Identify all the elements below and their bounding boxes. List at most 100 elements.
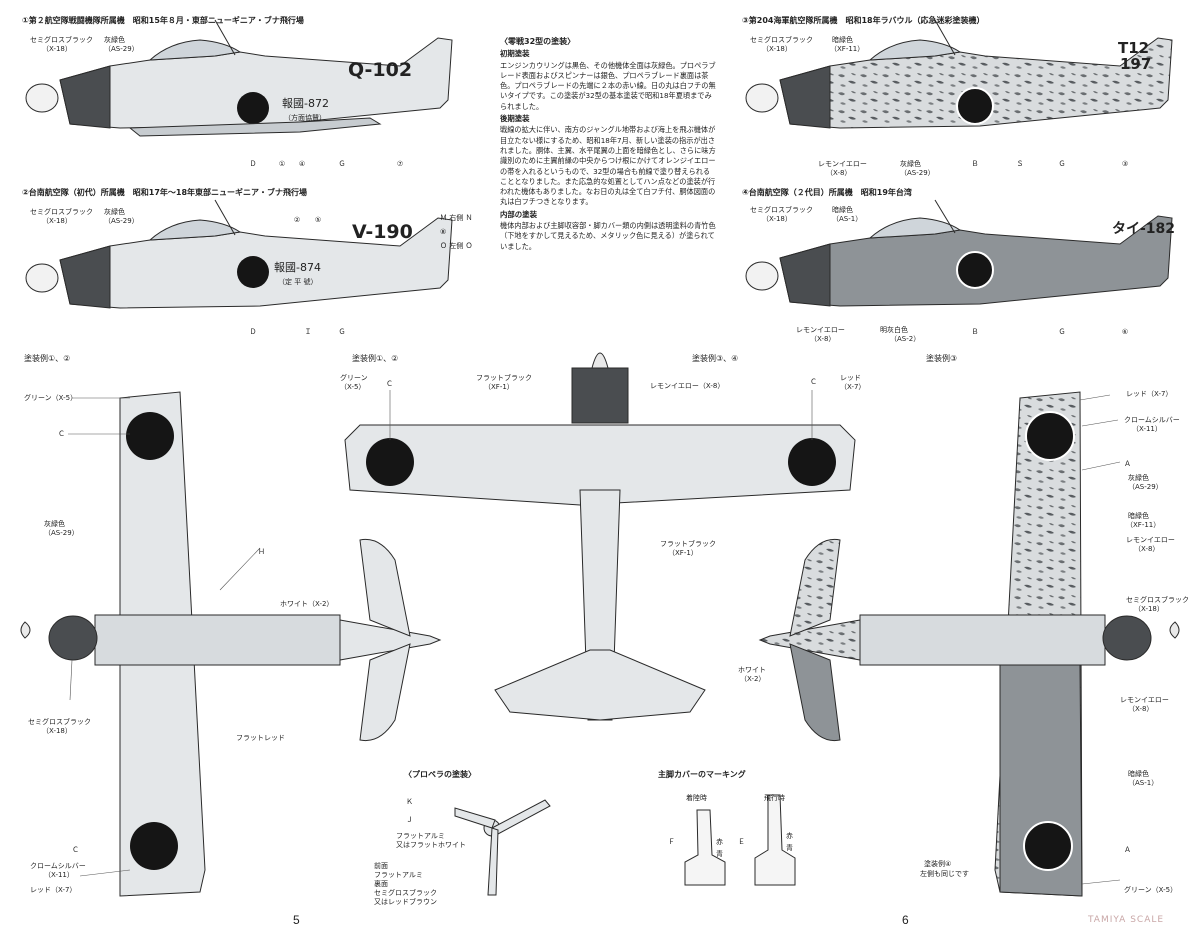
gear-mark-0: 赤 [716, 838, 723, 846]
plan-right-label-14: （AS-1） [1128, 779, 1159, 787]
plan-left-label-8: フラットレッド [236, 734, 285, 742]
profile3-header: ③第204海軍航空隊所属機 昭和18年ラバウル（応急迷彩塗装機） [742, 16, 985, 25]
profile4-header: ④台南航空隊（２代目）所属機 昭和19年台湾 [742, 188, 912, 197]
p3-label-1: （X-18） [762, 45, 792, 53]
late-text: 戦線の拡大に伴い、南方のジャングル地帯および海上を飛ぶ機体が目立たない様にするた… [500, 125, 716, 207]
profile-aircraft-1 [25, 19, 453, 137]
plan-right-label-7: レモンイエロー [1126, 536, 1175, 544]
plan-right-label-0: レッド（X-7） [1126, 390, 1173, 398]
plan-left-label-5: クロームシルバー [30, 862, 86, 870]
propeller-line-1: 又はフラットホワイト [396, 841, 466, 849]
p2-label-1: （X-18） [42, 217, 72, 225]
plan-center-label-0: グリーン [340, 374, 368, 382]
propeller-callout-1: Ｊ [406, 816, 413, 824]
plan-center-label-10: （X-2） [740, 675, 766, 683]
plan-left-label-3: セミグロスブラック [28, 718, 91, 726]
gear-mark-1: 青 [716, 850, 723, 858]
plan-center-callout-0: Ｃ [386, 380, 393, 388]
plan-center-label-5: レッド [840, 374, 861, 382]
profile-aircraft-2 [25, 199, 453, 309]
p1-callout-0: Ｄ [249, 160, 257, 168]
plan-left-callout-0: Ｃ [58, 430, 65, 438]
p1-sub: （方面協賛） [284, 114, 326, 122]
p3-callout-2: Ｇ [1058, 160, 1066, 168]
p3-callout-1: Ｓ [1016, 160, 1024, 168]
p2-side-1: ⑧ [440, 228, 447, 236]
p2-hokoku: 報國-874 [274, 261, 321, 274]
p1-callout-3: Ｇ [338, 160, 346, 168]
p4-label-2: 暗緑色 [832, 206, 853, 214]
gear-cover-diagrams [684, 794, 796, 886]
p2-top-callout-0: ② [293, 216, 301, 224]
plan-right-callout-0: Ａ [1124, 460, 1131, 468]
p2-callout-1: Ｉ [304, 328, 312, 336]
p1-callout-4: ⑦ [396, 160, 404, 168]
plan-right-label-13: 暗緑色 [1128, 770, 1149, 778]
p3-label-4: レモンイエロー [818, 160, 867, 168]
propeller-line-0: フラットアルミ [396, 832, 445, 840]
plan-view-left [20, 391, 442, 897]
interior-title: 内部の塗装 [500, 209, 537, 219]
p3-label-2: 暗緑色 [832, 36, 853, 44]
p3-callout-3: ③ [1121, 160, 1129, 168]
plan-center-label-3: （XF-1） [484, 383, 514, 391]
p1-label-1: （X-18） [42, 45, 72, 53]
plan-right-note-1: 塗装例④ [924, 860, 952, 868]
plan-left-label-1: 灰緑色 [44, 520, 65, 528]
plan-right-label-3: 灰緑色 [1128, 474, 1149, 482]
plan-left-callout-2: Ｃ [72, 846, 79, 854]
plan-view-center [344, 352, 856, 721]
profile1-header: ①第２航空隊戦闘機隊所属機 昭和15年８月・東部ニューギニア・ブナ飛行場 [22, 16, 304, 25]
p4-label-3: （AS-1） [832, 215, 863, 223]
plan-center-label-1: （X-5） [340, 383, 366, 391]
p3-label-5: （X-8） [826, 169, 852, 177]
gear-callout-0: Ｆ [668, 838, 675, 846]
p4-callout-1: Ｇ [1058, 328, 1066, 336]
p2-label-0: セミグロスブラック [30, 208, 93, 216]
p3-callout-0: Ｂ [971, 160, 979, 168]
p2-top-callout-1: ⑤ [314, 216, 322, 224]
plan-right-label-2: （X-11） [1132, 425, 1162, 433]
p4-callout-2: ⑥ [1121, 328, 1129, 336]
plan-right-label-12: （X-8） [1128, 705, 1154, 713]
p2-sub: （定 平 號） [278, 278, 318, 286]
p1-code: Q-102 [348, 59, 413, 81]
p3-label-0: セミグロスブラック [750, 36, 813, 44]
plan-left-section: 塗装例①、② [24, 354, 71, 363]
p4-label-5: （X-8） [810, 335, 836, 343]
plan-center-label-2: フラットブラック [476, 374, 532, 382]
notes-title: 〈零戦32型の塗装〉 [500, 37, 576, 46]
plan-right-label-15: グリーン（X-5） [1124, 886, 1178, 894]
propeller-title: 〈プロペラの塗装〉 [404, 770, 476, 779]
gear-mark-2: 赤 [786, 832, 793, 840]
profile-aircraft-4 [745, 199, 1173, 307]
p2-side-0: Ｍ 右側 Ｎ [440, 214, 473, 222]
early-title: 初期塗装 [500, 49, 530, 59]
plan-right-callout-1: Ａ [1124, 846, 1131, 854]
interior-text: 機体内部および主脚収容部・脚カバー類の内側は透明塗料の青竹色（下地をすかして見え… [500, 221, 716, 251]
plan-right-label-6: （XF-11） [1126, 521, 1161, 529]
p2-callout-0: Ｄ [249, 328, 257, 336]
plan-center-section-right: 塗装例③、④ [692, 354, 739, 363]
p4-label-7: （AS-2） [890, 335, 921, 343]
paint-notes: 〈零戦32型の塗装〉 初期塗装 エンジンカウリングは黒色、その他機体全面は灰緑色… [500, 37, 716, 254]
propeller-line-6: 又はレッドブラウン [374, 898, 437, 906]
plan-left-label-0: グリーン（X-5） [24, 394, 78, 402]
leader-lines [68, 390, 1121, 885]
gear-title: 主脚カバーのマーキング [658, 770, 746, 779]
plan-left-label-7: レッド（X-7） [30, 886, 77, 894]
p1-callout-1: ① [278, 160, 286, 168]
plan-center-label-7: フラットブラック [660, 540, 716, 548]
plan-left-label-4: （X-18） [42, 727, 72, 735]
plan-right-note-2: 左側も同じです [920, 870, 969, 878]
propeller-line-2: 前面 [374, 862, 388, 870]
p3-code-1: T12 [1118, 39, 1150, 57]
plan-right-label-9: セミグロスブラック [1126, 596, 1189, 604]
propeller-callout-0: Ｋ [406, 798, 413, 806]
plan-left-label-9: ホワイト（X-2） [280, 600, 334, 608]
gear-left-label: 着陸時 [686, 794, 707, 802]
p1-label-0: セミグロスブラック [30, 36, 93, 44]
p4-callout-0: Ｂ [971, 328, 979, 336]
p2-code: V-190 [352, 221, 413, 243]
